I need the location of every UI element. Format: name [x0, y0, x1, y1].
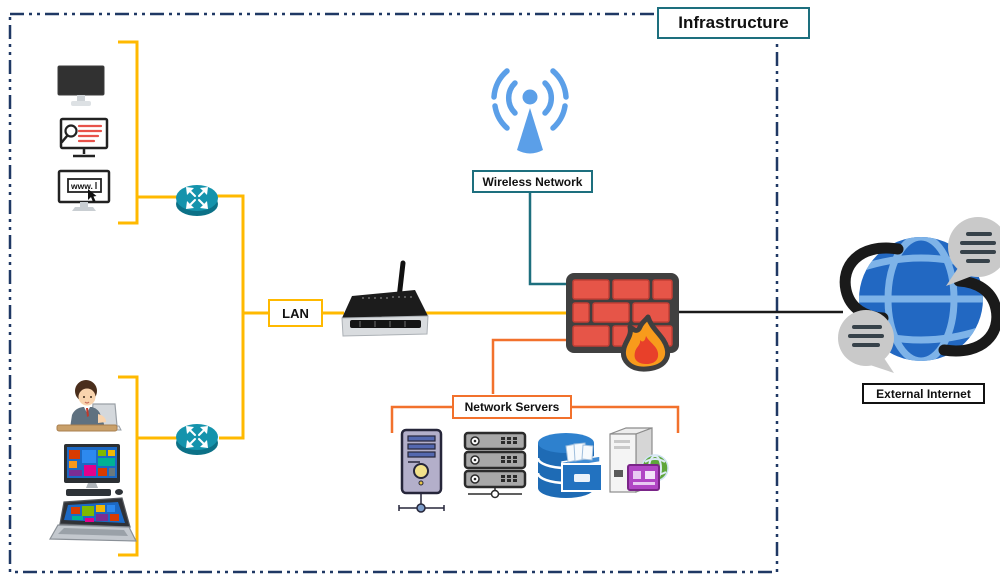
- firewall-icon: [566, 273, 679, 372]
- file-drawer-icon: [561, 442, 603, 492]
- web-server-icon: [609, 427, 669, 493]
- infrastructure-title: Infrastructure: [657, 7, 810, 39]
- purple-screen-icon: [627, 464, 660, 491]
- database-server-icon: [536, 433, 603, 498]
- rack-server-icon: [463, 431, 527, 499]
- speech-bubble-icon: [946, 217, 1000, 286]
- desktop-monitor-icon: [57, 65, 105, 106]
- browser-address-text: www.: [70, 181, 93, 191]
- cursor-arrow-icon: [88, 189, 97, 202]
- lan-label: LAN: [268, 299, 323, 327]
- search-monitor-icon: [59, 117, 109, 158]
- user-workstation-icon: [56, 380, 122, 432]
- laptop-icon: [48, 497, 137, 542]
- internet-globe-icon: [838, 217, 1000, 373]
- network-servers-label: Network Servers: [452, 395, 572, 419]
- tower-server-icon: [398, 428, 445, 513]
- all-in-one-pc-icon: [64, 444, 123, 496]
- wireless-connector-line: [528, 193, 566, 286]
- infrastructure-boundary: [8, 12, 779, 574]
- server-connector-lines: [390, 338, 680, 433]
- network-switch-icon: [175, 184, 219, 217]
- wireless-network-label: Wireless Network: [472, 170, 593, 193]
- wifi-antenna-icon: [491, 68, 569, 154]
- network-switch-icon: [175, 423, 219, 456]
- wireless-router-icon: [341, 260, 429, 337]
- speech-bubble-icon: [838, 310, 894, 373]
- browser-monitor-icon: www.: [57, 169, 111, 211]
- external-internet-label: External Internet: [862, 383, 985, 404]
- lan-connector-lines: [118, 40, 567, 557]
